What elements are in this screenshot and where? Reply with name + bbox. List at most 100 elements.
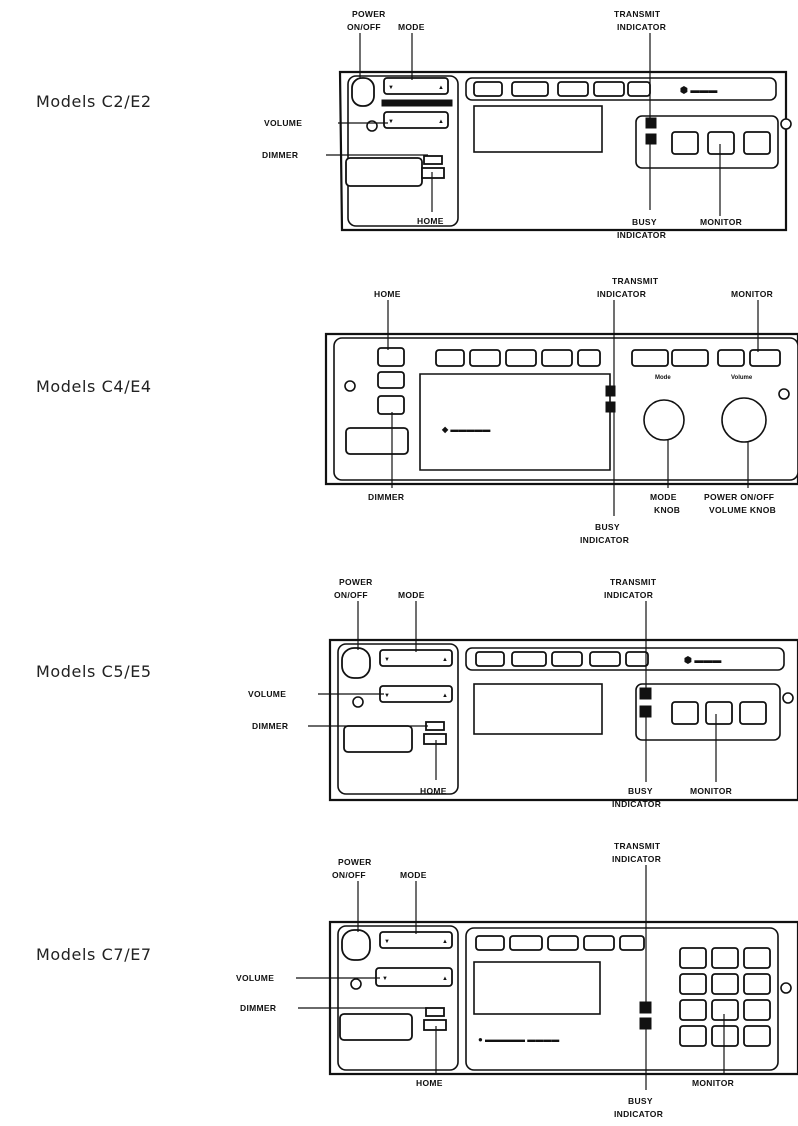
- dimmer-button[interactable]: [425, 1007, 445, 1017]
- busy-indicator-label-line1: BUSY: [595, 522, 620, 532]
- softkey-2[interactable]: [511, 81, 549, 97]
- mode-label: MODE: [400, 870, 427, 880]
- screw-icon: [350, 978, 362, 990]
- keypad-key-star[interactable]: [679, 1025, 707, 1047]
- keypad-key-3[interactable]: [739, 701, 767, 725]
- busy-indicator: [639, 705, 652, 718]
- keypad-key-9[interactable]: [743, 999, 771, 1021]
- softkey-3[interactable]: [505, 349, 537, 367]
- monitor-button[interactable]: [707, 131, 735, 155]
- home-key[interactable]: [339, 1013, 413, 1041]
- model-label-c7-e7: Models C7/E7: [36, 945, 152, 964]
- volume-down-button[interactable]: [717, 349, 745, 367]
- screw-icon: [778, 388, 790, 400]
- monitor-label: MONITOR: [692, 1078, 734, 1088]
- softkey-4[interactable]: [593, 81, 625, 97]
- dimmer-button[interactable]: [425, 721, 445, 731]
- transmit-indicator-label-line1: TRANSMIT: [614, 9, 661, 19]
- volume-rocker[interactable]: [383, 111, 449, 129]
- volume-down-icon: ▼: [384, 693, 390, 699]
- softkey-1[interactable]: [435, 349, 465, 367]
- keypad-key-1[interactable]: [671, 701, 699, 725]
- keypad-key-0[interactable]: [711, 1025, 739, 1047]
- keypad-key-1[interactable]: [679, 947, 707, 969]
- screw-icon: [782, 692, 794, 704]
- softkey-4[interactable]: [583, 935, 615, 951]
- display-screen: [419, 373, 611, 471]
- home-button[interactable]: [423, 1019, 447, 1031]
- power-label-line2: ON/OFF: [332, 870, 366, 880]
- transmit-indicator: [645, 117, 657, 129]
- screw-icon: [780, 982, 792, 994]
- volume-up-icon: ▲: [442, 976, 448, 982]
- home-button[interactable]: [423, 733, 447, 745]
- mode-caption: Mode: [655, 375, 671, 381]
- mode-down-button[interactable]: [631, 349, 669, 367]
- keypad-key-1[interactable]: [671, 131, 699, 155]
- mode-knob-label-line2: KNOB: [654, 505, 680, 515]
- dimmer-button[interactable]: [423, 155, 443, 165]
- home-label: HOME: [416, 1078, 443, 1088]
- brand-logo: ● ▬▬▬▬▬ ▬▬▬▬: [478, 1035, 559, 1044]
- dimmer-label: DIMMER: [240, 1003, 276, 1013]
- softkey-3[interactable]: [547, 935, 579, 951]
- home-label: HOME: [420, 786, 447, 796]
- radio-diagram-c5-e5: POWER ON/OFF MODE TRANSMIT INDICATOR ▼ ▲…: [248, 577, 798, 809]
- keypad-key-3[interactable]: [743, 947, 771, 969]
- home-key[interactable]: [343, 725, 413, 753]
- softkey-2[interactable]: [509, 935, 543, 951]
- keypad-bezel: [635, 115, 779, 169]
- monitor-label: MONITOR: [690, 786, 732, 796]
- softkey-2[interactable]: [511, 651, 547, 667]
- keypad-key-5[interactable]: [711, 973, 739, 995]
- volume-knob[interactable]: [721, 397, 767, 443]
- keypad-key-3[interactable]: [743, 131, 771, 155]
- softkey-2[interactable]: [469, 349, 501, 367]
- dimmer-button[interactable]: [377, 395, 405, 415]
- home-key[interactable]: [345, 157, 423, 187]
- monitor-label: MONITOR: [731, 289, 773, 299]
- transmit-indicator-label-line2: INDICATOR: [604, 590, 653, 600]
- power-button[interactable]: [341, 929, 371, 961]
- softkey-4[interactable]: [541, 349, 573, 367]
- home-label: HOME: [374, 289, 401, 299]
- mode-knob[interactable]: [643, 399, 685, 441]
- power-button[interactable]: [351, 77, 375, 107]
- transmit-indicator: [605, 385, 616, 397]
- monitor-button[interactable]: [749, 349, 781, 367]
- power-button[interactable]: [341, 647, 371, 679]
- softkey-4[interactable]: [589, 651, 621, 667]
- softkey-5[interactable]: [619, 935, 645, 951]
- volume-down-icon: ▼: [382, 976, 388, 982]
- softkey-1[interactable]: [473, 81, 503, 97]
- softkey-5[interactable]: [577, 349, 601, 367]
- mode-rocker[interactable]: [383, 77, 449, 95]
- dimmer-label: DIMMER: [262, 150, 298, 160]
- softkey-3[interactable]: [557, 81, 589, 97]
- softkey-3[interactable]: [551, 651, 583, 667]
- mode-up-button[interactable]: [671, 349, 709, 367]
- mode-knob-label-line1: MODE: [650, 492, 677, 502]
- softkey-1[interactable]: [475, 935, 505, 951]
- side-button[interactable]: [377, 371, 405, 389]
- home-key[interactable]: [345, 427, 409, 455]
- keypad-key-hash[interactable]: [743, 1025, 771, 1047]
- home-button[interactable]: [377, 347, 405, 367]
- keypad-key-2[interactable]: [711, 947, 739, 969]
- monitor-button[interactable]: [705, 701, 733, 725]
- keypad-key-4[interactable]: [679, 973, 707, 995]
- busy-indicator-label-line1: BUSY: [632, 217, 657, 227]
- softkey-5[interactable]: [625, 651, 649, 667]
- softkey-1[interactable]: [475, 651, 505, 667]
- keypad: [679, 947, 771, 1047]
- volume-rocker[interactable]: [375, 967, 453, 987]
- softkey-5[interactable]: [627, 81, 651, 97]
- monitor-button[interactable]: [711, 999, 739, 1021]
- mode-up-icon: ▲: [442, 657, 448, 663]
- mode-up-icon: ▲: [442, 939, 448, 945]
- power-volume-knob-label-line2: VOLUME KNOB: [709, 505, 776, 515]
- home-button[interactable]: [421, 167, 445, 179]
- keypad-key-7[interactable]: [679, 999, 707, 1021]
- keypad-key-6[interactable]: [743, 973, 771, 995]
- model-label-c5-e5: Models C5/E5: [36, 662, 152, 681]
